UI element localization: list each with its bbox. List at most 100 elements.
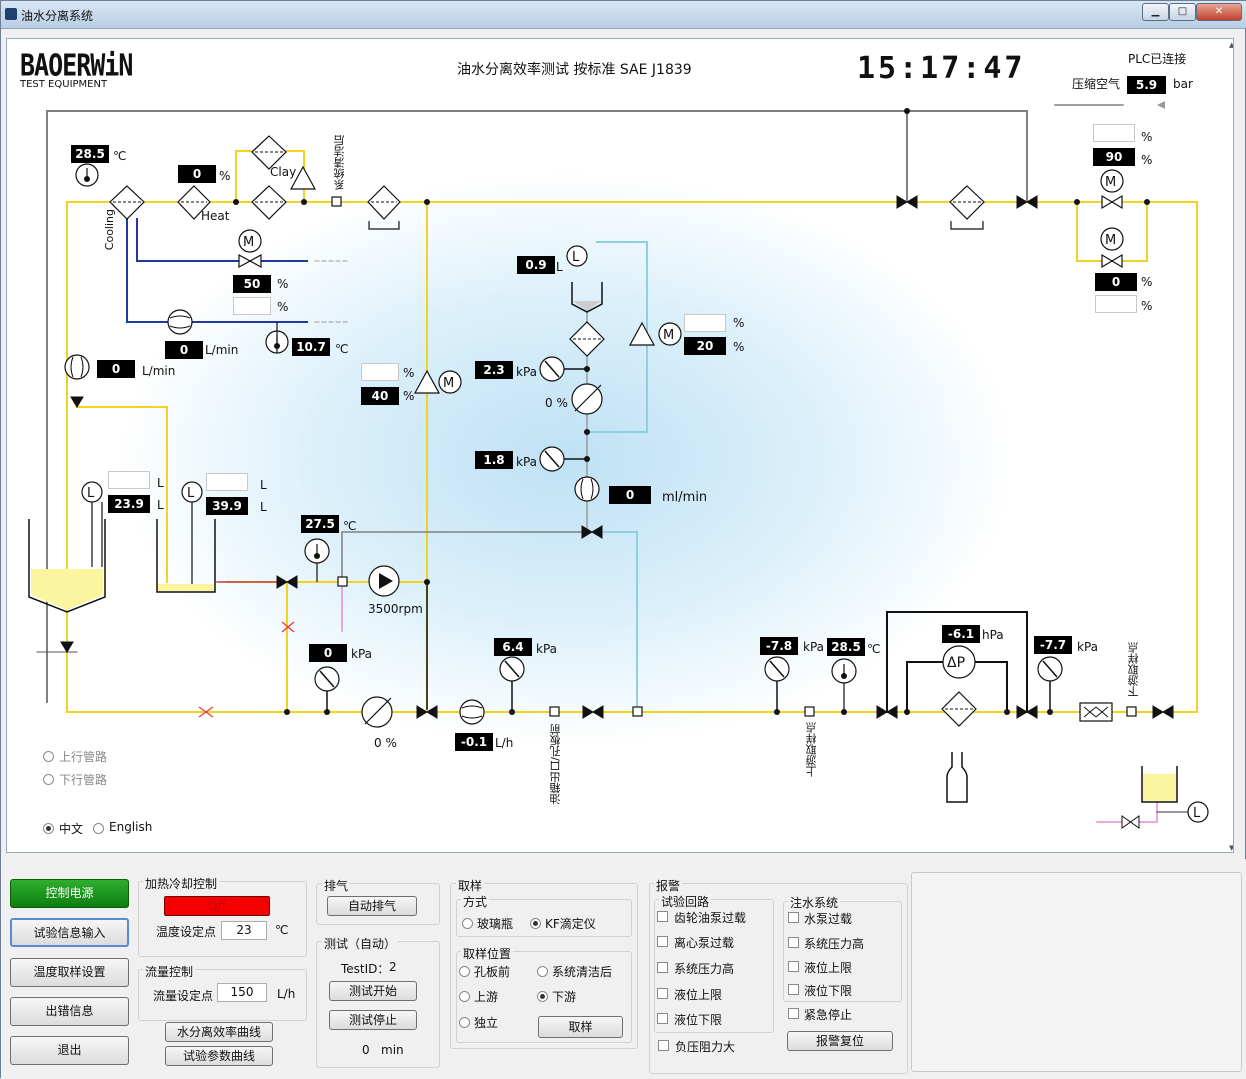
air-pressure-unit: bar	[1173, 77, 1193, 91]
air-valve-setpoint[interactable]	[1093, 124, 1135, 142]
heat-exchanger	[109, 185, 145, 220]
sampling-position-group	[456, 951, 632, 1043]
test-start-button[interactable]: 测试开始	[329, 981, 417, 1001]
drain-valve-setpoint[interactable]	[684, 314, 726, 332]
valve40-pct-value: 40	[361, 387, 399, 405]
alarm-gear-pump-label: 齿轮油泵过载	[674, 911, 747, 925]
error-info-button[interactable]: 出错信息	[10, 997, 129, 1026]
test-param-curve-button[interactable]: 试验参数曲线	[165, 1046, 273, 1066]
brand-subtitle: TEST EQUIPMENT	[20, 79, 108, 90]
alarm-level-high-checkbox[interactable]	[657, 988, 668, 999]
alarm-level-low-checkbox[interactable]	[657, 1013, 668, 1024]
cooling-return-line	[126, 213, 308, 323]
upstream-temp-unit: ℃	[867, 642, 881, 656]
close-button[interactable]: ✕	[1196, 3, 1242, 21]
pos-downstream-radio[interactable]	[537, 991, 548, 1002]
separation-curve-button[interactable]: 水分离效率曲线	[165, 1022, 273, 1042]
upstream-temp-value: 28.5	[827, 638, 865, 656]
sample-bottle	[946, 752, 968, 803]
oil-pump-pct: 0 %	[545, 396, 568, 410]
tank1-set-unit: L	[157, 476, 164, 490]
temp-setpoint-unit: ℃	[275, 923, 289, 937]
water-system-alarm-title: 注水系统	[788, 894, 841, 911]
cooling-flow-unit: L/min	[205, 343, 239, 357]
sample-button[interactable]: 取样	[538, 1016, 623, 1038]
air-valve2-setpoint[interactable]	[1095, 295, 1137, 313]
pos-clean-label: 系统清洁后	[552, 965, 613, 979]
pump-temp-unit: ℃	[343, 519, 357, 533]
alarm-water-pressure-checkbox[interactable]	[788, 937, 799, 948]
method-glass-radio[interactable]	[462, 918, 473, 929]
method-kf-radio[interactable]	[530, 918, 541, 929]
temp-setpoint-input[interactable]: 23	[221, 921, 267, 940]
alarm-water-pump-checkbox[interactable]	[788, 912, 799, 923]
inlet-temp-value: 28.5	[71, 145, 109, 163]
pos-clean-radio[interactable]	[537, 966, 548, 977]
minimize-button[interactable]: ▁	[1142, 3, 1169, 21]
main-flow-meter	[64, 354, 90, 380]
alarm-negative-pressure-checkbox[interactable]	[658, 1040, 669, 1051]
alarm-centrifugal-pump-checkbox[interactable]	[657, 936, 668, 947]
alarm-water-level-low-label: 液位下限	[804, 984, 853, 998]
flow-setpoint-input[interactable]: 150	[217, 983, 267, 1002]
pump-temp-value: 27.5	[301, 515, 339, 533]
cooling-flow-value: 0	[165, 341, 203, 359]
alarm-system-pressure-checkbox[interactable]	[657, 962, 668, 973]
oil-tank	[571, 282, 603, 313]
svg-text:M: M	[1105, 233, 1116, 248]
alarm-title: 报警	[654, 877, 683, 894]
diagram-scrollbar[interactable]: ▲▼	[1229, 41, 1234, 852]
method-kf-label: KF滴定仪	[545, 917, 596, 931]
test-id-value: 2	[389, 960, 397, 974]
temp-sampling-settings-button[interactable]: 温度取样设置	[10, 958, 129, 987]
sampling-group	[450, 883, 638, 1049]
air-valve2-pct-value: 0	[1095, 273, 1137, 291]
emergency-stop-checkbox[interactable]	[788, 1008, 799, 1019]
svg-text:L: L	[1193, 806, 1201, 821]
cooling-valve-pct-value: 50	[233, 275, 271, 293]
maximize-button[interactable]: □	[1169, 3, 1196, 21]
valve40-setpoint[interactable]	[361, 363, 399, 381]
tank1-setpoint[interactable]	[108, 471, 150, 489]
pos-independent-label: 独立	[474, 1016, 499, 1030]
svg-text:M: M	[663, 328, 674, 343]
route-downstream-radio[interactable]	[43, 774, 54, 785]
flow-control-title: 流量控制	[143, 963, 196, 980]
test-minutes-value: 0	[362, 1043, 370, 1057]
heat-cool-title: 加热冷却控制	[143, 875, 220, 892]
heat-status-indicator[interactable]: Off	[164, 896, 270, 916]
lang-en-radio[interactable]	[93, 823, 104, 834]
alarm-water-level-low-checkbox[interactable]	[788, 984, 799, 995]
air-valve-set-unit: %	[1141, 130, 1153, 144]
alarm-gear-pump-checkbox[interactable]	[657, 911, 668, 922]
alarm-reset-button[interactable]: 报警复位	[787, 1031, 893, 1051]
test-info-button[interactable]: 试验信息输入	[10, 918, 129, 947]
drain-valve-pct-value: 20	[684, 337, 726, 355]
main-loop-line	[66, 201, 1198, 713]
exhaust-group	[316, 883, 440, 925]
auto-exhaust-button[interactable]: 自动排气	[327, 896, 417, 916]
alarm-water-level-high-checkbox[interactable]	[788, 961, 799, 972]
alarm-centrifugal-pump-label: 离心泵过载	[674, 936, 735, 950]
page-title: 油水分离效率测试 按标准 SAE J1839	[457, 62, 692, 78]
drain-valve-unit: %	[733, 340, 745, 354]
test-stop-button[interactable]: 测试停止	[329, 1010, 417, 1030]
tank2-setpoint[interactable]	[206, 473, 248, 491]
pos-orifice-radio[interactable]	[459, 966, 470, 977]
control-panel: 控制电源 试验信息输入 温度取样设置 出错信息 退出 加热冷却控制 Off 温度…	[1, 859, 1246, 1079]
air-line-top	[46, 110, 1028, 703]
main-flow-unit: L/min	[142, 364, 176, 378]
temp-setpoint-label: 温度设定点	[156, 925, 217, 939]
lang-zh-label: 中文	[59, 822, 84, 836]
lang-zh-radio[interactable]	[43, 823, 54, 834]
power-button[interactable]: 控制电源	[10, 879, 129, 908]
cooling-valve-setpoint[interactable]	[233, 297, 271, 315]
route-upstream-radio[interactable]	[43, 751, 54, 762]
pos-upstream-radio[interactable]	[459, 991, 470, 1002]
plc-status: PLC已连接	[1128, 52, 1187, 66]
vacuum-line	[886, 611, 1028, 713]
pos-independent-radio[interactable]	[459, 1017, 470, 1028]
orifice-plate	[1079, 702, 1113, 722]
exit-button[interactable]: 退出	[10, 1036, 129, 1065]
